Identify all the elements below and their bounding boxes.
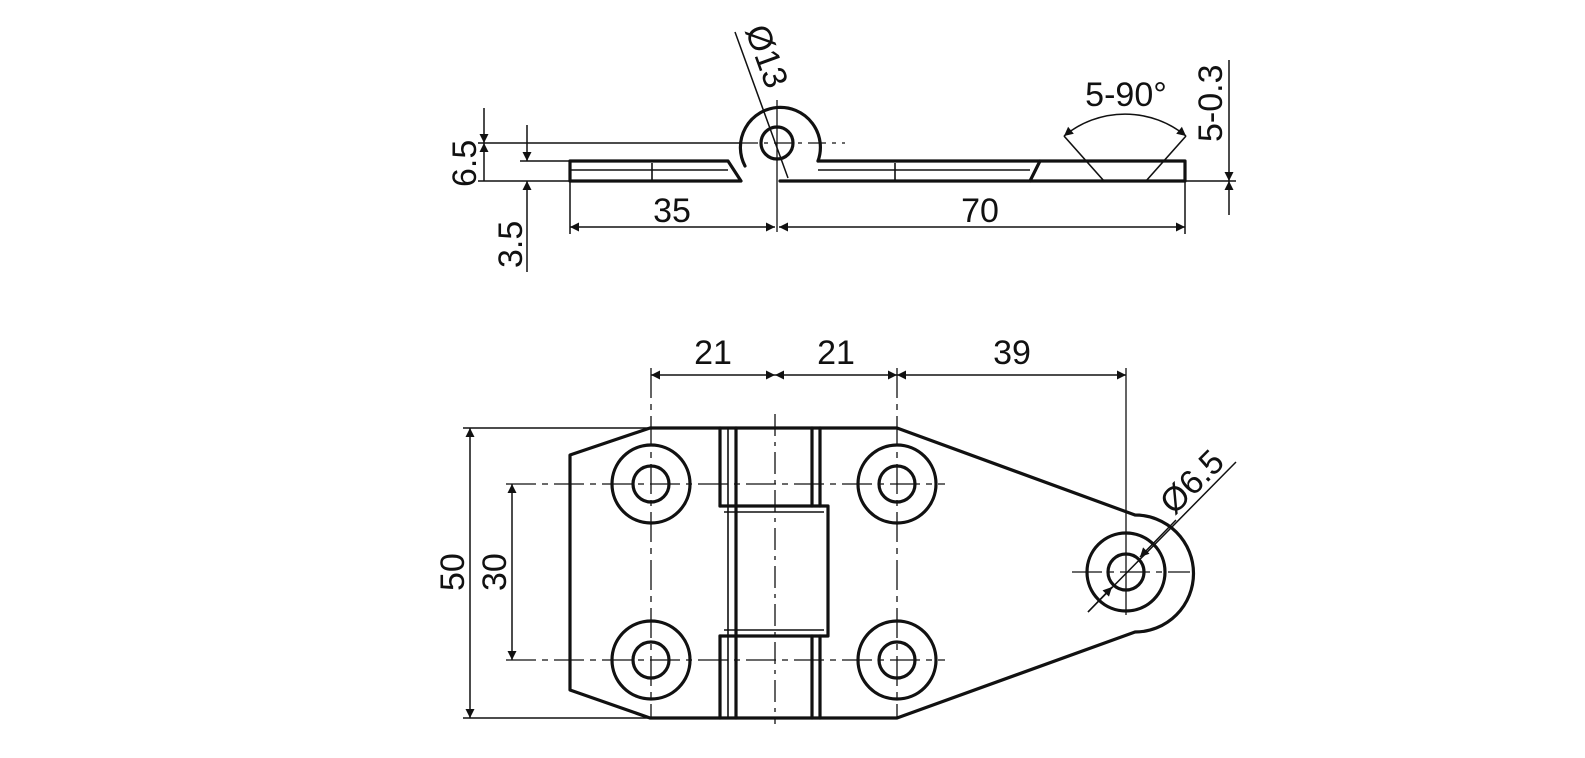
angle-dimension — [1063, 113, 1187, 137]
countersink-outer — [1085, 531, 1167, 613]
total-width-label: 50 — [434, 553, 472, 591]
mounting-hole — [856, 443, 938, 525]
middle-knuckle — [718, 504, 830, 638]
countersink-depth-dimension — [1185, 60, 1236, 215]
leaf-thickness-label: 3.5 — [492, 221, 530, 268]
diameter-arrow — [1139, 519, 1177, 558]
leaf-length-dimensions — [569, 181, 1186, 234]
countersink-outer — [856, 443, 938, 525]
hole-inner — [631, 464, 671, 504]
mounting-hole — [856, 619, 938, 701]
eye-offset-label: 39 — [993, 334, 1031, 372]
long-leaf-length-label: 70 — [961, 192, 999, 230]
mounting-hole — [610, 443, 692, 525]
hole-spacing-left-label: 21 — [694, 334, 732, 372]
hole-spacing-right-label: 21 — [817, 334, 855, 372]
side-short-leaf-outline — [568, 159, 743, 183]
countersink-outer — [610, 443, 692, 525]
angle-arc — [1063, 113, 1187, 137]
hole-inner — [877, 640, 917, 680]
pin-diameter-leader — [734, 31, 789, 179]
countersink-outer — [610, 619, 692, 701]
short-leaf-length-label: 35 — [653, 192, 691, 230]
pin-knuckle-outline — [738, 105, 822, 168]
mounting-hole — [610, 619, 692, 701]
total-height-label: 6.5 — [446, 140, 484, 187]
mounting-holes — [610, 443, 1167, 701]
side-view-pin — [734, 31, 845, 232]
angle-label: 5-90° — [1085, 76, 1167, 114]
leaf-thickness-dimension — [520, 125, 570, 272]
countersink-depth-label: 5-0.3 — [1192, 65, 1230, 143]
countersink-outer — [856, 619, 938, 701]
hole-inner — [631, 640, 671, 680]
side-countersink-hole — [1063, 135, 1187, 182]
hole-inner — [1106, 552, 1146, 592]
side-long-leaf-outline — [778, 159, 1187, 183]
eye-hole-diameter-dimension — [1087, 461, 1237, 613]
hole-inner — [877, 464, 917, 504]
side-view: Ø13 5-90° 5-0.3 6.5 3.5 — [446, 20, 1236, 272]
side-view-leaves — [568, 135, 1187, 183]
hinge-plate-outline — [568, 426, 1196, 720]
eye-hole — [1085, 531, 1167, 613]
pin-diameter-label: Ø13 — [737, 20, 795, 93]
diameter-arrow — [1087, 586, 1113, 613]
diameter-leader — [1087, 461, 1237, 613]
hole-row-spacing-label: 30 — [476, 553, 514, 591]
total-width-dimension — [463, 427, 650, 719]
top-centerlines — [506, 368, 1190, 718]
eye-hole-diameter-label: Ø6.5 — [1153, 443, 1232, 522]
side-countersink — [1028, 159, 1042, 183]
top-view: Ø6.5 21 21 39 50 30 — [434, 334, 1237, 724]
knuckle-region — [718, 414, 830, 724]
